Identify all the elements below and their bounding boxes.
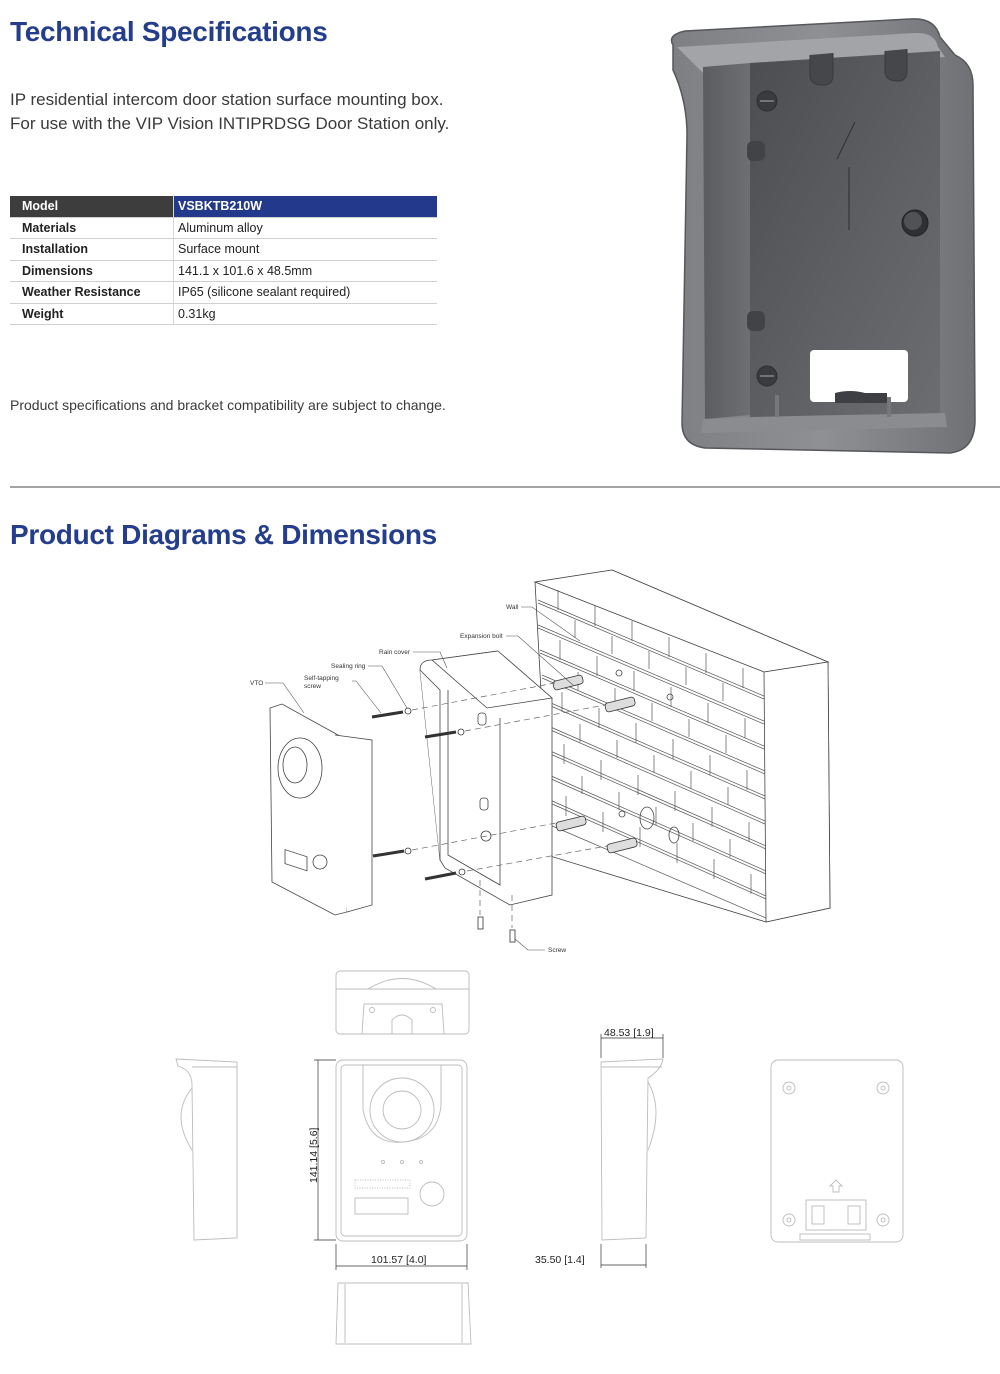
spec-row: Materials Aluminum alloy [10, 217, 437, 239]
tech-specs-title: Technical Specifications [10, 16, 328, 47]
dimension-depth-bottom: 35.50 [1.4] [535, 1254, 585, 1266]
dimension-width: 101.57 [4.0] [371, 1254, 427, 1266]
right-side-view-drawing [600, 1058, 664, 1241]
rain-cover-drawing [419, 650, 553, 906]
label-wall: Wall [506, 604, 519, 611]
expansion-bolt-icons [552, 674, 638, 854]
spec-key: Installation [10, 238, 174, 261]
spec-key: Weather Resistance [10, 281, 174, 304]
label-self-tapping-screw-2: screw [304, 683, 321, 690]
description-line-1: IP residential intercom door station sur… [10, 90, 444, 109]
spec-row: Installation Surface mount [10, 238, 437, 261]
spec-key: Weight [10, 303, 174, 325]
diagrams-title: Product Diagrams & Dimensions [10, 519, 437, 550]
dimension-depth-top: 48.53 [1.9] [604, 1027, 654, 1039]
label-self-tapping-screw: Self-tapping [304, 675, 339, 682]
label-vto: VTO [250, 680, 263, 687]
top-view-drawing [335, 970, 470, 1035]
spec-value: Aluminum alloy [173, 217, 437, 239]
left-side-view-drawing [175, 1058, 238, 1241]
label-screw: Screw [548, 947, 566, 954]
exploded-installation-diagram: Wall Expansion bolt Rain cover Sealing r… [240, 565, 840, 960]
spec-value: VSBKTB210W [173, 196, 437, 218]
spec-row: Dimensions 141.1 x 101.6 x 48.5mm [10, 260, 437, 282]
spec-value: 141.1 x 101.6 x 48.5mm [173, 260, 437, 282]
back-view-drawing [770, 1059, 904, 1243]
brick-wall-drawing [533, 569, 831, 923]
product-photo [655, 15, 990, 460]
mounting-box-image [670, 18, 976, 454]
label-sealing-ring: Sealing ring [331, 663, 366, 670]
spec-key: Dimensions [10, 260, 174, 282]
spec-value: Surface mount [173, 238, 437, 261]
description-line-2: For use with the VIP Vision INTIPRDSG Do… [10, 114, 450, 133]
screw-icons [371, 707, 516, 943]
dimension-height: 141.14 [5.6] [308, 1127, 320, 1183]
label-rain-cover: Rain cover [379, 649, 411, 656]
spec-row: Weather Resistance IP65 (silicone sealan… [10, 281, 437, 304]
bottom-view-drawing [335, 1282, 472, 1345]
spec-key: Materials [10, 217, 174, 239]
spec-table: Model VSBKTB210W Materials Aluminum allo… [10, 196, 437, 325]
spec-table-header: Model VSBKTB210W [10, 196, 437, 218]
spec-value: 0.31kg [173, 303, 437, 325]
vto-door-station-drawing [269, 703, 373, 916]
spec-value: IP65 (silicone sealant required) [173, 281, 437, 304]
dimension-drawings: 141.14 [5.6] 101.57 [4.0] 48.53 [1.9] 35… [160, 960, 920, 1360]
label-expansion-bolt: Expansion bolt [460, 633, 503, 640]
spec-row: Weight 0.31kg [10, 303, 437, 325]
product-description: IP residential intercom door station sur… [10, 88, 449, 136]
section-divider [10, 486, 1000, 488]
spec-key: Model [10, 196, 174, 218]
spec-change-note: Product specifications and bracket compa… [10, 397, 446, 413]
front-view-drawing [335, 1059, 468, 1242]
